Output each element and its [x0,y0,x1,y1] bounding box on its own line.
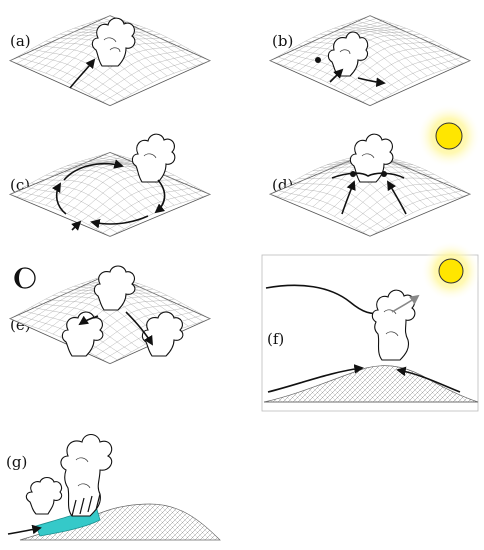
sun-icon [435,122,463,150]
panel-f-label: (f) [267,330,284,348]
arrow-c-circulation-left [51,182,67,215]
arrow-d-upslope-left [341,180,356,215]
cloud-e-top [93,265,136,311]
panel-d: (d) [268,104,481,237]
updraft-lines-g [71,493,101,517]
arrow-d-ridge-outflow [331,172,405,179]
arrow-b-left [329,68,344,83]
panel-a-label: (a) [10,32,31,50]
ridge-cross-section-f [263,365,479,403]
cloud-d [349,133,394,183]
arrow-c-inflow [71,220,82,231]
sun-icon-f [438,258,464,284]
arrow-d-upslope-right [387,180,407,215]
bubble-d-right [381,171,387,177]
panel-f-frame [261,254,479,412]
panel-a: (a) [9,15,211,107]
arrow-c-circulation-bottom [90,215,149,229]
arrow-c-circulation-top [63,159,124,181]
arrow-f-upslope-right [396,366,461,393]
arrow-a-upslope [69,58,96,89]
panel-b-label: (b) [272,32,293,50]
cloud-b [327,31,369,77]
panel-g: (g) [6,433,221,541]
panel-e: (e) [9,265,211,365]
panel-c: (c) [8,133,212,237]
arrow-e-downslope-right [125,311,153,346]
arrow-b-right [357,77,386,88]
panel-b: (b) [269,15,471,107]
panel-f: (f) [261,241,481,412]
arrow-f-upper-flow [265,284,385,315]
cloud-g-tall [60,433,113,517]
arrow-f-outflow [391,294,420,313]
arrow-e-downslope-left [78,315,99,326]
bubble-d-left [350,171,356,177]
moon-icon [14,267,36,289]
mesh-surface-b [269,15,471,107]
arrow-f-upslope-left [267,364,364,393]
cloud-g-small [25,476,63,515]
cloud-f [371,289,416,361]
cloud-e-left [61,311,104,357]
cloud-a [91,17,136,67]
cloud-c [131,133,176,183]
bubble-b [315,57,321,63]
arrow-c-circulation-right [154,179,166,214]
arrow-g-inflow [7,524,42,535]
panel-g-label: (g) [6,453,27,471]
